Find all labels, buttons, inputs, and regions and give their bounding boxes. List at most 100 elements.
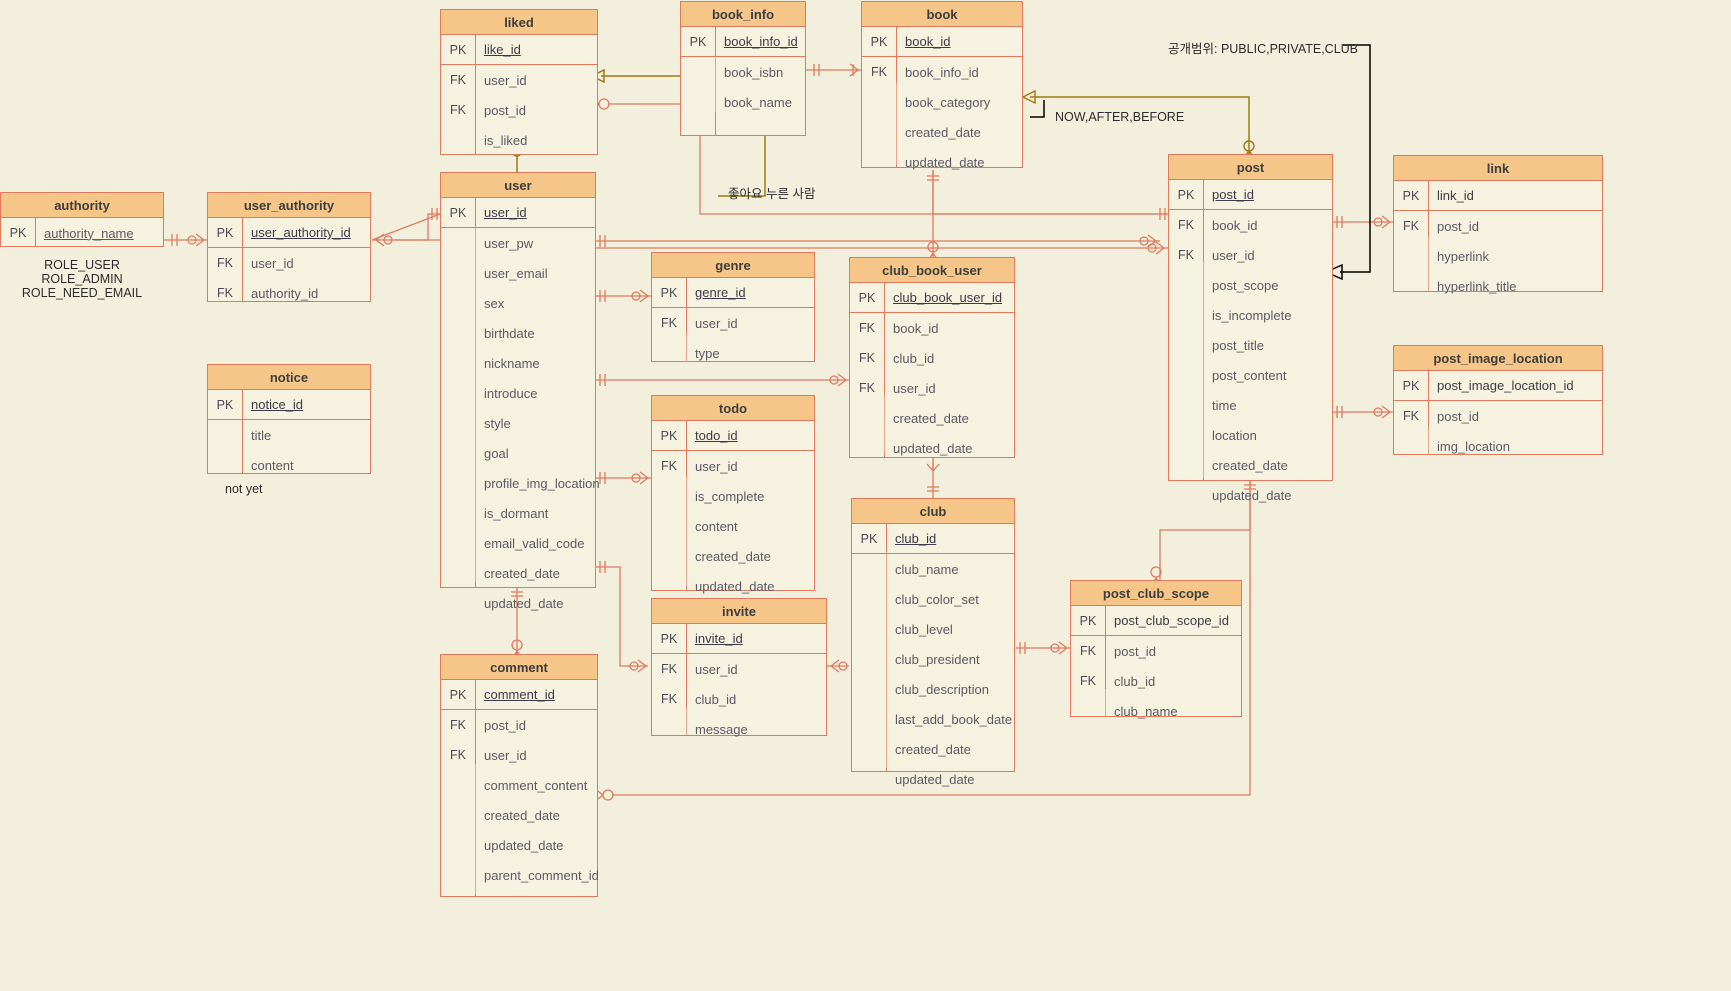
field-name: post_scope (1212, 277, 1279, 293)
field-row: book_category (862, 87, 1022, 117)
field-name: authority_name (44, 225, 134, 241)
field-row: user_email (441, 258, 595, 288)
field-key: FK (450, 103, 466, 117)
field-name: is_liked (484, 132, 528, 148)
field-name: post_club_scope_id (1114, 613, 1229, 628)
field-name: birthdate (484, 325, 535, 341)
field-row: introduce (441, 378, 595, 408)
field-row: last_add_book_date (852, 704, 1014, 734)
field-name: hyperlink (1437, 248, 1490, 264)
field-name: user_id (695, 458, 738, 474)
field-row: post_scope (1169, 270, 1332, 300)
field-key: FK (217, 286, 233, 300)
field-key: PK (858, 290, 876, 305)
entity-title: post_club_scope (1071, 581, 1241, 606)
field-key: PK (870, 34, 888, 49)
field-row: post_title (1169, 330, 1332, 360)
field-row: is_incomplete (1169, 300, 1332, 330)
field-name: post_id (1114, 643, 1156, 659)
field-row: updated_date (441, 830, 597, 860)
field-name: post_id (1212, 187, 1254, 202)
field-row: post_content (1169, 360, 1332, 390)
entity-title: liked (441, 10, 597, 35)
field-key: FK (1403, 219, 1419, 233)
field-name: notice_id (251, 397, 304, 412)
field-name: updated_date (695, 578, 775, 594)
field-key: FK (450, 748, 466, 762)
entity-title: club (852, 499, 1014, 524)
field-name: post_title (1212, 337, 1265, 353)
note-post-scope-values: 공개범위: PUBLIC,PRIVATE,CLUB (1168, 42, 1359, 56)
field-name: user_id (695, 315, 738, 331)
field-key: FK (1178, 218, 1194, 232)
field-key: FK (859, 381, 875, 395)
field-key: PK (660, 631, 678, 646)
field-name: post_content (1212, 367, 1287, 383)
field-name: like_id (484, 42, 521, 57)
field-name: style (484, 415, 511, 431)
field-row: style (441, 408, 595, 438)
entity-title: club_book_user (850, 258, 1014, 283)
field-row: time (1169, 390, 1332, 420)
field-name: user_id (695, 661, 738, 677)
field-key: PK (660, 285, 678, 300)
field-name: user_id (893, 380, 936, 396)
field-name: book_name (724, 94, 792, 110)
field-name: user_id (1212, 247, 1255, 263)
field-row: birthdate (441, 318, 595, 348)
field-row: created_date (652, 541, 814, 571)
field-key: PK (216, 397, 234, 412)
field-name: created_date (484, 807, 560, 823)
field-row: email_valid_code (441, 528, 595, 558)
entity-title: user_authority (208, 193, 370, 218)
field-name: updated_date (905, 154, 985, 170)
field-name: user_id (251, 255, 294, 271)
field-name: user_id (484, 747, 527, 763)
field-name: is_dormant (484, 505, 549, 521)
field-name: email_valid_code (484, 535, 585, 551)
field-name: link_id (1437, 188, 1474, 203)
entity-title: comment (441, 655, 597, 680)
field-row: type (652, 338, 814, 368)
field-key: PK (860, 531, 878, 546)
entity-title: genre (652, 253, 814, 278)
field-row: created_date (862, 117, 1022, 147)
field-row: is_liked (441, 125, 597, 155)
field-row: created_date (441, 558, 595, 588)
field-key: PK (1402, 188, 1420, 203)
